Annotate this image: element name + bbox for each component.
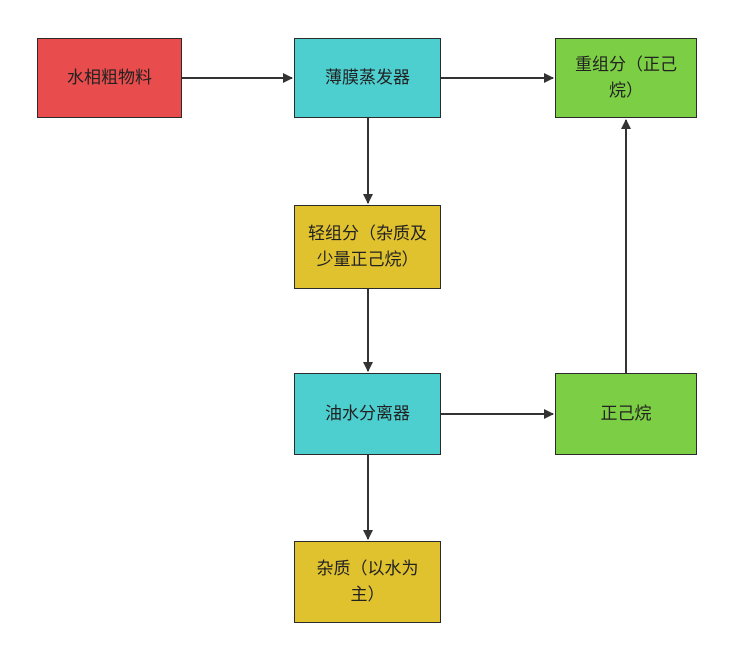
node-heavy-component-label: 重组分（正己烷） bbox=[575, 55, 677, 101]
node-oil-water-separator: 油水分离器 bbox=[294, 373, 441, 455]
node-impurity: 杂质（以水为主） bbox=[294, 541, 441, 623]
node-raw-material-label: 水相粗物料 bbox=[67, 68, 152, 88]
node-thin-film-evaporator-label: 薄膜蒸发器 bbox=[325, 68, 410, 88]
node-n-hexane-label: 正己烷 bbox=[600, 404, 652, 424]
node-n-hexane: 正己烷 bbox=[555, 373, 697, 455]
node-impurity-label: 杂质（以水为主） bbox=[316, 559, 419, 605]
node-raw-material: 水相粗物料 bbox=[37, 38, 182, 118]
node-heavy-component: 重组分（正己烷） bbox=[555, 38, 697, 118]
node-light-component-label: 轻组分（杂质及少量正己烷） bbox=[308, 224, 427, 270]
node-oil-water-separator-label: 油水分离器 bbox=[325, 404, 410, 424]
node-thin-film-evaporator: 薄膜蒸发器 bbox=[294, 38, 441, 118]
node-light-component: 轻组分（杂质及少量正己烷） bbox=[294, 205, 441, 289]
